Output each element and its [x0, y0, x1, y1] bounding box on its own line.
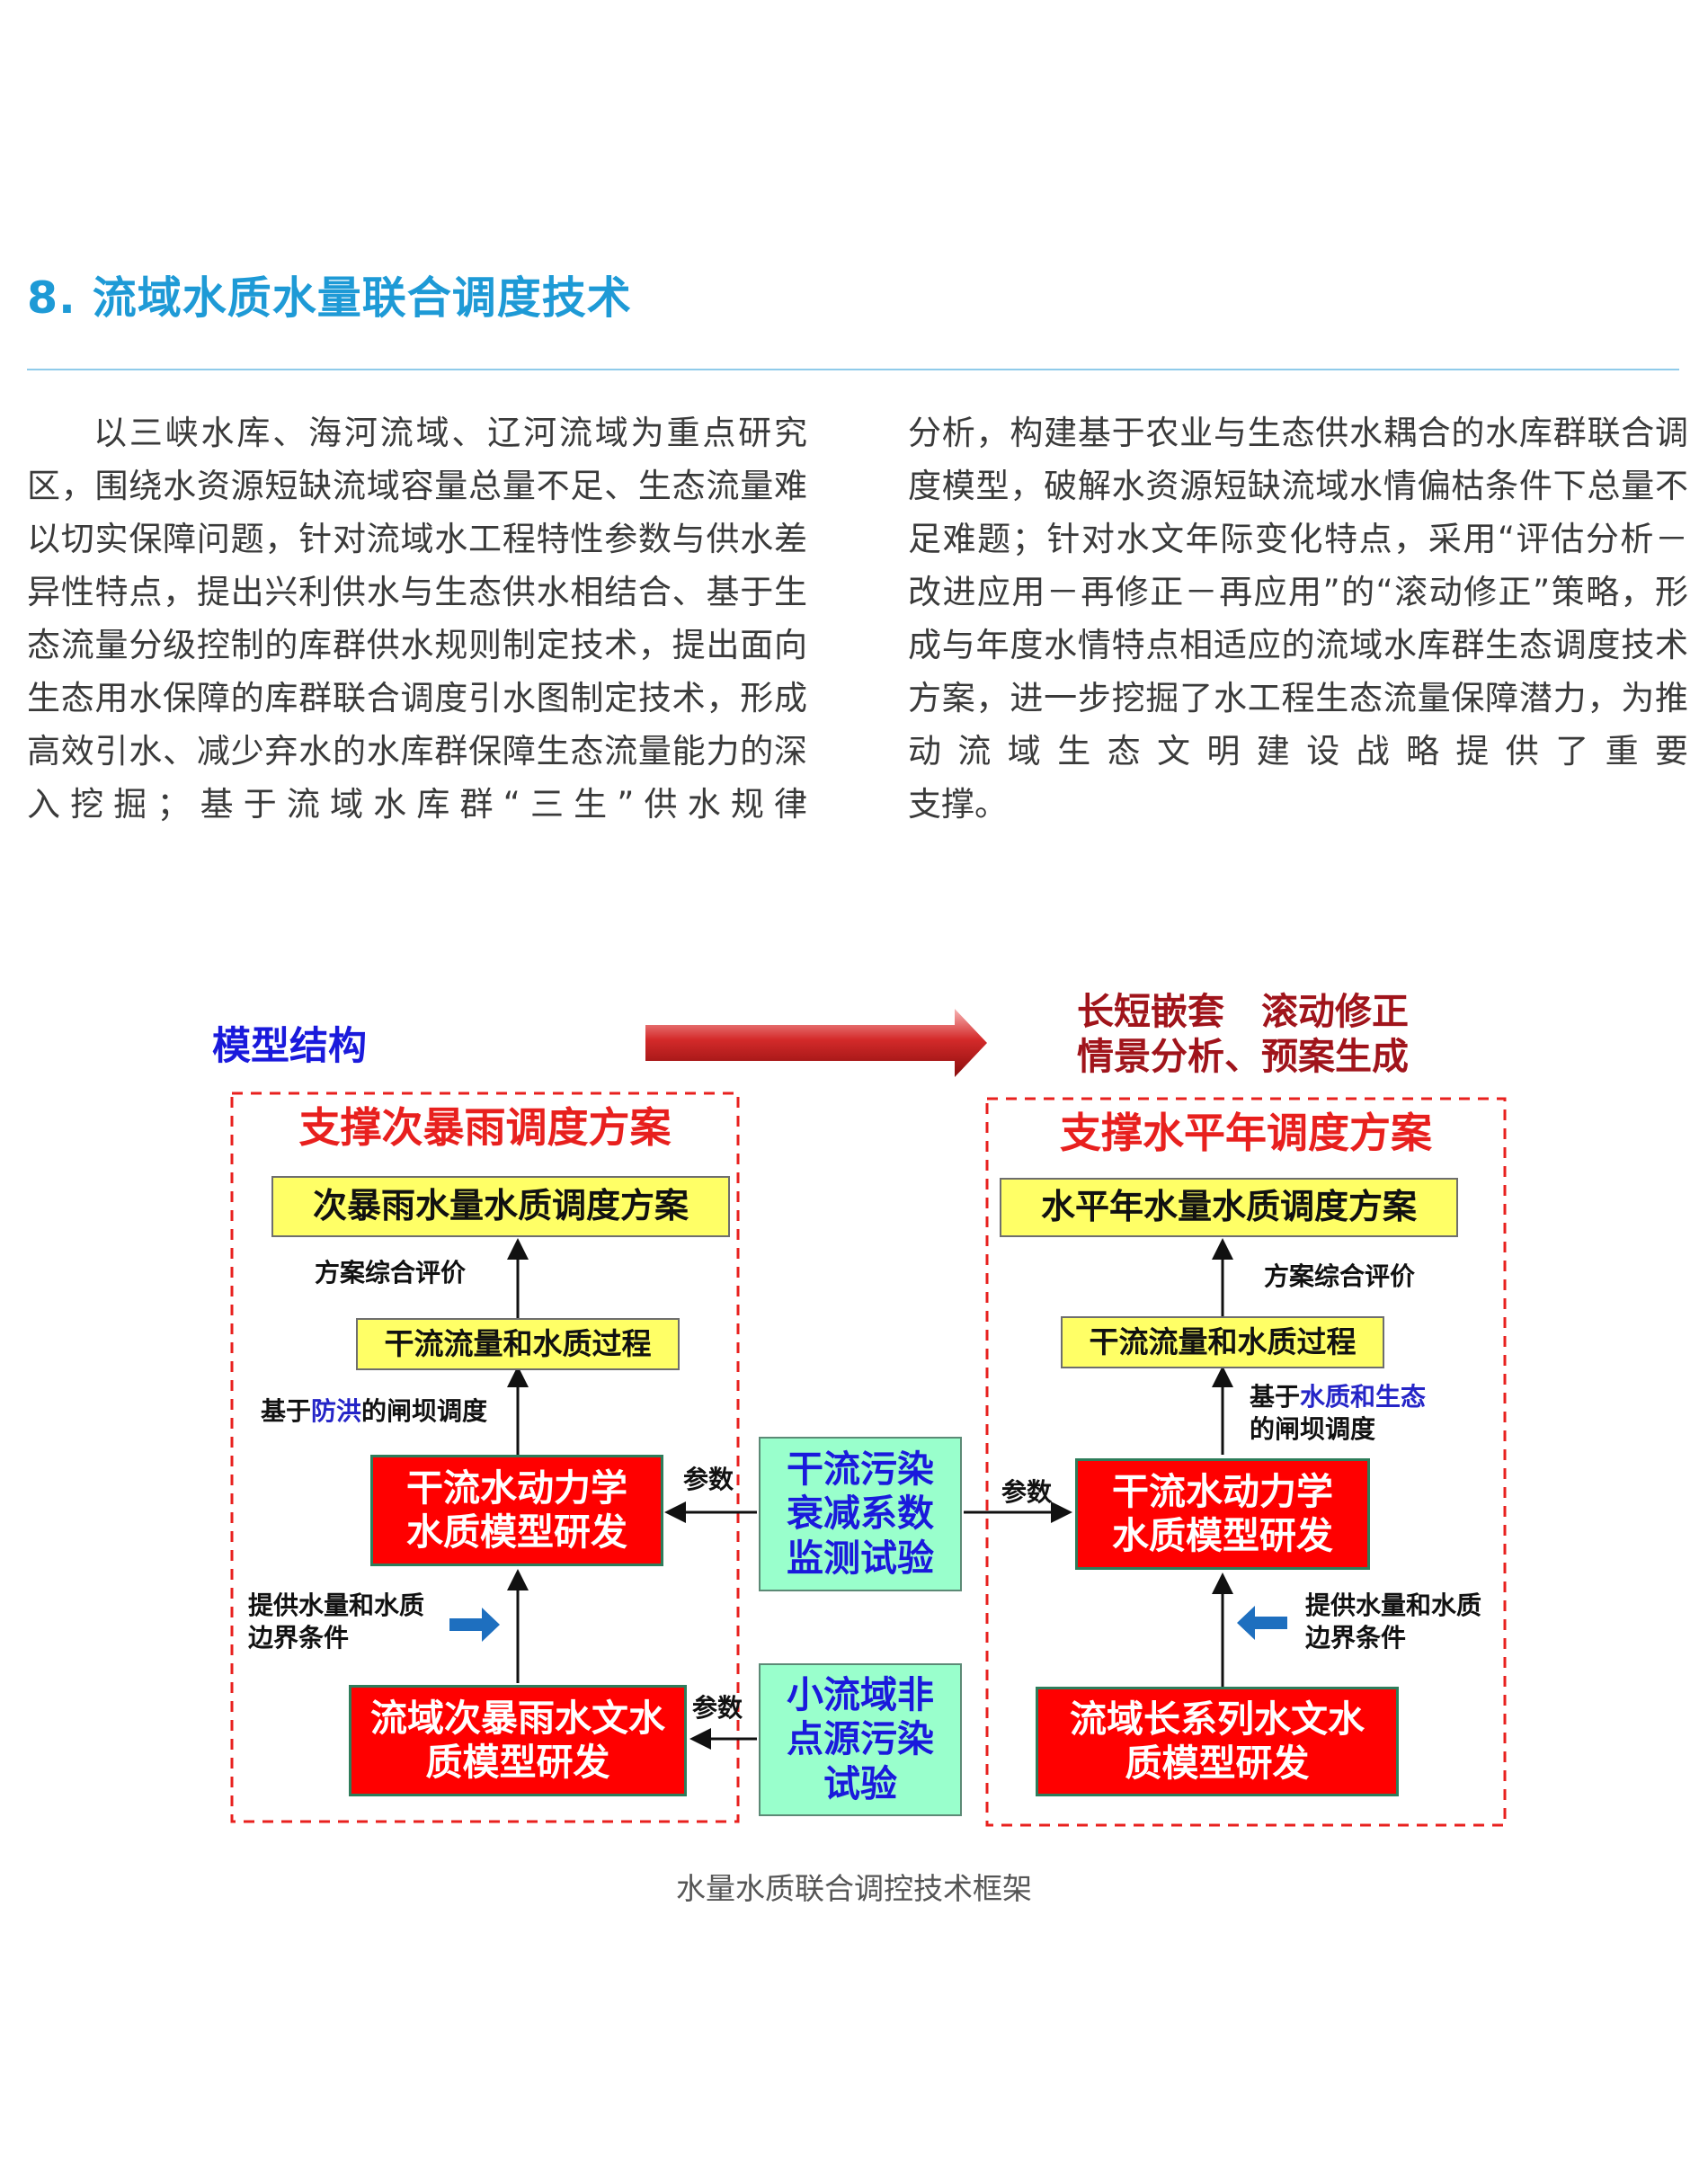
body-column-left: 以三峡水库、海河流域、辽河流域为重点研究区，围绕水资源短缺流域容量总量不足、生态… [27, 406, 807, 831]
left-basin-line1: 流域次暴雨水文水 [370, 1696, 665, 1740]
section-heading: 8. 流域水质水量联合调度技术 [27, 272, 632, 324]
left-boundary-line2: 边界条件 [248, 1623, 350, 1653]
nps-line3: 试验 [823, 1761, 897, 1805]
nps-test-box: 小流域非点源污染试验 [759, 1663, 962, 1816]
strategy-label-line1: 长短嵌套 滚动修正 [1077, 990, 1409, 1033]
param-label-right: 参数 [1001, 1477, 1053, 1507]
right-boundary-line2: 边界条件 [1305, 1623, 1407, 1653]
right-dispatch-line1: 基于水质和生态 [1250, 1382, 1427, 1412]
right-model-line1: 干流水动力学 [1112, 1469, 1333, 1513]
left-dispatch-label: 基于防洪的闸坝调度 [261, 1396, 488, 1426]
right-basin-line1: 流域长系列水文水 [1070, 1697, 1365, 1741]
decay-line1: 干流污染 [787, 1448, 934, 1492]
right-eval-label: 方案综合评价 [1264, 1261, 1416, 1291]
left-basin-line2: 质模型研发 [425, 1741, 610, 1784]
right-plan-box: 水平年水量水质调度方案 [1000, 1178, 1458, 1237]
param-label-left-top: 参数 [683, 1465, 734, 1494]
figure-caption: 水量水质联合调控技术框架 [676, 1871, 1032, 1906]
right-panel-border [985, 1097, 1507, 1827]
right-dispatch-line2: 的闸坝调度 [1250, 1414, 1376, 1444]
param-label-left-bottom: 参数 [692, 1693, 743, 1723]
left-process-box: 干流流量和水质过程 [356, 1318, 680, 1370]
right-basin-model-box: 流域长系列水文水质模型研发 [1036, 1687, 1399, 1796]
left-model-line1: 干流水动力学 [406, 1466, 627, 1510]
heading-divider [27, 369, 1679, 370]
left-panel-title: 支撑次暴雨调度方案 [298, 1103, 672, 1152]
left-model-line2: 水质模型研发 [406, 1510, 627, 1554]
right-process-box: 干流流量和水质过程 [1061, 1316, 1384, 1368]
model-structure-label: 模型结构 [212, 1024, 367, 1069]
right-panel-title: 支撑水平年调度方案 [1060, 1109, 1432, 1157]
right-basin-line2: 质模型研发 [1125, 1742, 1310, 1785]
body-paragraph-left: 以三峡水库、海河流域、辽河流域为重点研究区，围绕水资源短缺流域容量总量不足、生态… [27, 414, 807, 824]
right-hydro-model-box: 干流水动力学水质模型研发 [1075, 1458, 1370, 1570]
blue-arrow-left-icon [1237, 1606, 1287, 1640]
left-eval-label: 方案综合评价 [315, 1258, 467, 1287]
left-boundary-line1: 提供水量和水质 [248, 1590, 425, 1620]
right-model-line2: 水质模型研发 [1112, 1514, 1333, 1557]
body-column-right: 分析，构建基于农业与生态供水耦合的水库群联合调度模型，破解水资源短缺流域水情偏枯… [908, 406, 1688, 831]
body-paragraph-right-main: 分析，构建基于农业与生态供水耦合的水库群联合调度模型，破解水资源短缺流域水情偏枯… [908, 414, 1688, 771]
left-plan-box: 次暴雨水量水质调度方案 [271, 1176, 730, 1237]
big-red-arrow [645, 1009, 987, 1077]
strategy-label-line2: 情景分析、预案生成 [1077, 1035, 1409, 1078]
decay-line2: 衰减系数 [787, 1492, 934, 1536]
blue-arrow-right-icon [449, 1608, 500, 1642]
left-hydro-model-box: 干流水动力学水质模型研发 [370, 1455, 663, 1566]
body-paragraph-right: 分析，构建基于农业与生态供水耦合的水库群联合调度模型，破解水资源短缺流域水情偏枯… [908, 406, 1688, 831]
decay-line3: 监测试验 [787, 1536, 934, 1580]
body-paragraph-right-last: 支撑。 [908, 785, 1008, 824]
nps-line1: 小流域非 [787, 1673, 934, 1717]
left-basin-model-box: 流域次暴雨水文水质模型研发 [349, 1685, 687, 1796]
nps-line2: 点源污染 [787, 1717, 934, 1761]
left-panel-border [230, 1091, 740, 1823]
decay-test-box: 干流污染衰减系数监测试验 [759, 1437, 962, 1591]
right-boundary-line1: 提供水量和水质 [1305, 1590, 1482, 1620]
